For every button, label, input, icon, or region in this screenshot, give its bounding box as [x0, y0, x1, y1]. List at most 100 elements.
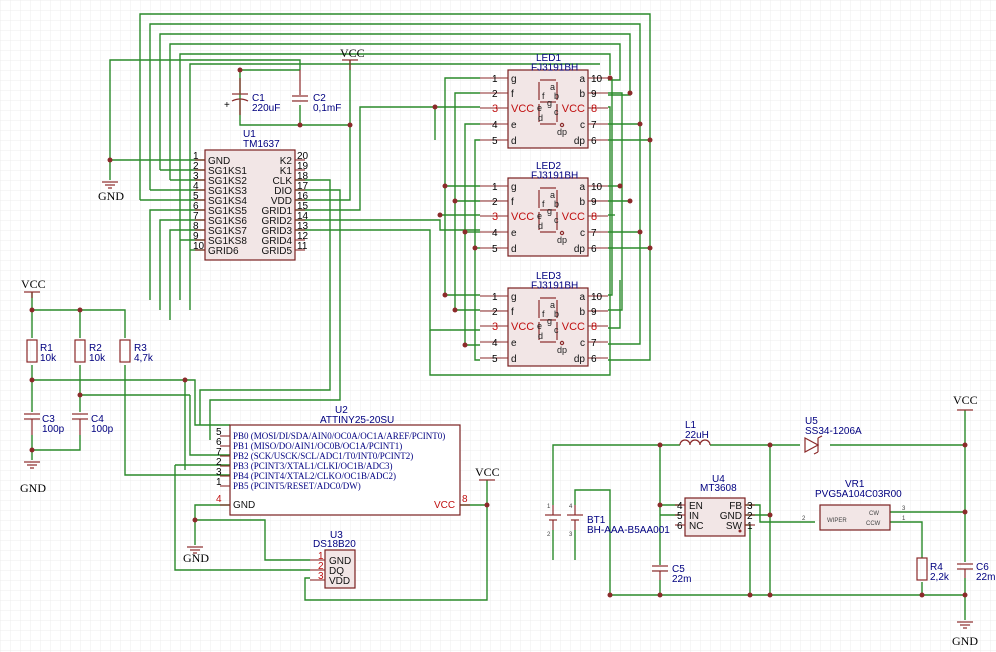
u2-pin-name: PB4 (PCINT4/XTAL2/CLKO/OC1B/ADC2) — [233, 471, 396, 481]
l1-ref: L1 — [685, 420, 697, 431]
capacitor-c1[interactable]: + C1 220uF — [224, 78, 280, 115]
shape — [507, 177, 589, 257]
segment-label-f: f — [542, 91, 545, 101]
led-pin-name: b — [579, 89, 585, 100]
u1-pin-name: GRID1 — [261, 206, 292, 217]
u4-pin-name: IN — [689, 511, 699, 522]
u2-vcc-name: VCC — [434, 500, 455, 511]
led-pin-num: 9 — [591, 307, 597, 318]
gnd-symbol-attiny: GND — [183, 546, 209, 565]
capacitor-c4[interactable]: C4 100p — [72, 413, 114, 435]
vr1-pin-3: 3 — [902, 506, 906, 512]
vr1-value: PVG5A104C03R00 — [815, 489, 902, 500]
led-pin-num: 10 — [591, 292, 603, 303]
led-pin-name: VCC — [511, 103, 534, 115]
u1-pin-name: K2 — [280, 156, 293, 167]
segment-label-a: a — [550, 300, 555, 310]
led-pin-name: e — [511, 338, 517, 349]
led-pin-num: 2 — [492, 89, 498, 100]
resistor-r1[interactable]: R1 10k — [26, 339, 57, 364]
segment-label-g: g — [547, 98, 552, 108]
vcc-label: VCC — [953, 393, 978, 407]
u2-gnd-num: 4 — [216, 494, 222, 505]
inductor-l1[interactable]: L1 22uH — [679, 420, 711, 446]
u4-pin-num: 6 — [677, 521, 683, 532]
resistor-r2[interactable]: R2 10k — [74, 339, 106, 364]
led-pin-num: 10 — [591, 182, 603, 193]
segment-label-d: d — [538, 331, 543, 341]
segment-label-b: b — [554, 91, 559, 101]
u4-pin-num: 4 — [677, 501, 683, 512]
led-pin-num: 4 — [492, 338, 498, 349]
u1-pin-name: SG1KS3 — [208, 186, 247, 197]
vcc-label: VCC — [475, 465, 500, 479]
capacitor-c2[interactable]: C2 0,1mF — [292, 70, 341, 114]
u2-pin-num: 2 — [216, 457, 222, 468]
vcc-symbol-attiny: VCC — [475, 465, 500, 481]
segment-label-f: f — [542, 309, 545, 319]
u4-pin-name: FB — [729, 501, 742, 512]
capacitor-c6[interactable]: C6 22m — [957, 562, 995, 583]
resistor-r4[interactable]: R4 2,2k — [916, 557, 950, 583]
r4-ref: R4 — [930, 562, 943, 573]
segment-label-g: g — [547, 316, 552, 326]
u1-pin-name: GRID6 — [208, 246, 239, 257]
u3-ref: U3 — [330, 530, 343, 541]
capacitor-c3[interactable]: C3 100p — [24, 413, 65, 435]
u1-pin-name: DIO — [274, 186, 292, 197]
battery-bt1[interactable]: 1 4 2 3 BT1 BH-AAA-B5AA001 — [545, 504, 670, 538]
u1-pin-name: GND — [208, 156, 230, 167]
vcc-symbol-top: VCC — [340, 46, 365, 70]
r2-value: 10k — [89, 353, 106, 364]
led-pin-name: e — [511, 120, 517, 131]
shape — [559, 122, 565, 128]
u4-pin-num: 3 — [747, 501, 753, 512]
u1-pin-name: SG1KS5 — [208, 206, 247, 217]
u2-pin-name: PB5 (PCINT5/RESET/ADC0/DW) — [233, 481, 361, 491]
segment-label-e: e — [537, 211, 542, 221]
shape — [559, 340, 565, 346]
u5-value: SS34-1206A — [805, 426, 862, 437]
u1-ref: U1 — [243, 129, 256, 140]
c2-value: 0,1mF — [313, 103, 341, 114]
u2-pin-num: 5 — [216, 427, 222, 438]
u4-pin-num: 5 — [677, 511, 683, 522]
segment-label-f: f — [542, 199, 545, 209]
c6-value: 22m — [976, 572, 995, 583]
u1-pin-num: 7 — [193, 211, 199, 222]
capacitor-c5[interactable]: C5 22m — [652, 564, 691, 585]
vcc-label: VCC — [21, 277, 46, 291]
vcc-symbol-right: VCC — [953, 393, 978, 411]
resistor-r3[interactable]: R3 4,7k — [119, 339, 154, 364]
led-pin-name: VCC — [511, 211, 534, 223]
led-value: FJ3191BH — [531, 281, 578, 292]
c1-ref: C1 — [252, 93, 265, 104]
u1-pin-num: 8 — [193, 221, 199, 232]
u1-pin-num: 10 — [193, 241, 205, 252]
bt1-pin-1: 1 — [547, 504, 551, 510]
u1-pin-name: VDD — [271, 196, 292, 207]
led-pin-name: dp — [574, 244, 586, 255]
u1-pin-name: GRID4 — [261, 236, 292, 247]
u2-value: ATTINY25-20SU — [320, 415, 394, 426]
led-pin-num: 4 — [492, 228, 498, 239]
diode-u5[interactable]: U5 SS34-1206A — [804, 416, 862, 455]
gnd-label: GND — [20, 481, 46, 495]
led-pin-name: g — [511, 182, 517, 193]
potentiometer-vr1[interactable]: CW CCW WIPER 3 2 1 VR1 PVG5A104C03R00 — [802, 479, 906, 531]
u1-pin-num: 5 — [193, 191, 199, 202]
led-pin-name: VCC — [562, 321, 585, 333]
u4-pin-name: NC — [689, 521, 703, 532]
u3-pin-num: 2 — [318, 561, 324, 572]
